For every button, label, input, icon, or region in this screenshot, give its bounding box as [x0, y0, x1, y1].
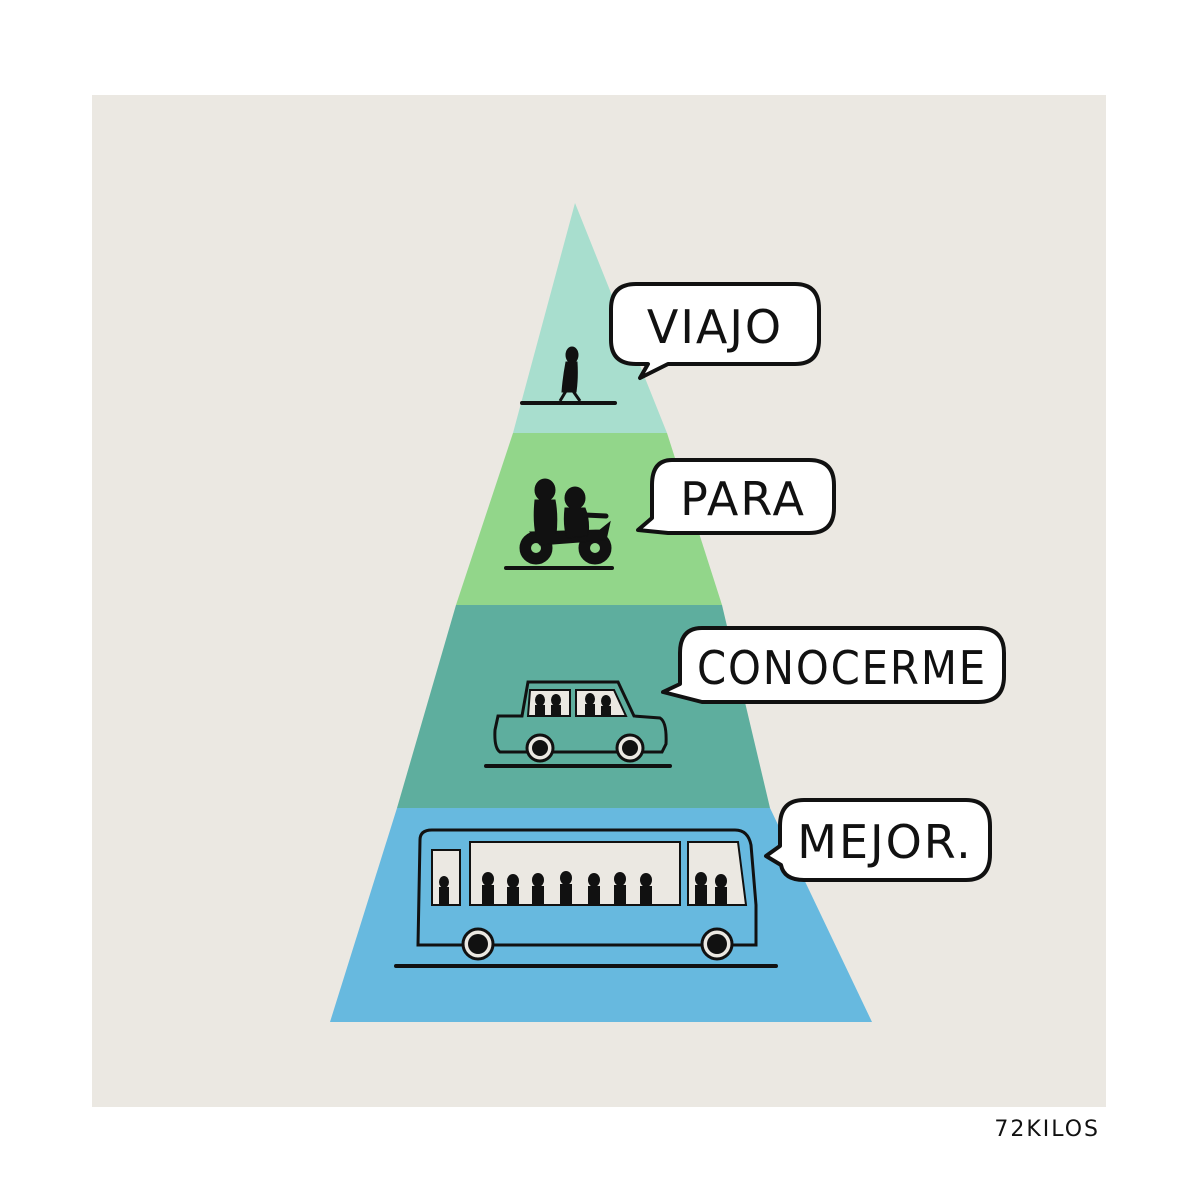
- tier-top-walking: [513, 203, 667, 433]
- speech-bubble-para: PARA: [636, 458, 836, 535]
- speech-bubble-mejor: MEJOR.: [764, 798, 992, 882]
- bus-icon: [394, 828, 778, 968]
- speech-bubble-viajo: VIAJO: [609, 282, 821, 380]
- motorcycle-icon: [504, 478, 614, 570]
- bubble-text-conocerme: CONOCERME: [697, 641, 987, 695]
- walking-person-icon: [520, 346, 617, 405]
- speech-bubble-conocerme: CONOCERME: [661, 626, 1006, 704]
- bubble-text-mejor: MEJOR.: [797, 815, 972, 869]
- artist-signature: 72KILOS: [994, 1117, 1100, 1142]
- bubble-text-viajo: VIAJO: [647, 300, 783, 354]
- car-icon: [484, 680, 672, 768]
- bubble-text-para: PARA: [680, 472, 806, 526]
